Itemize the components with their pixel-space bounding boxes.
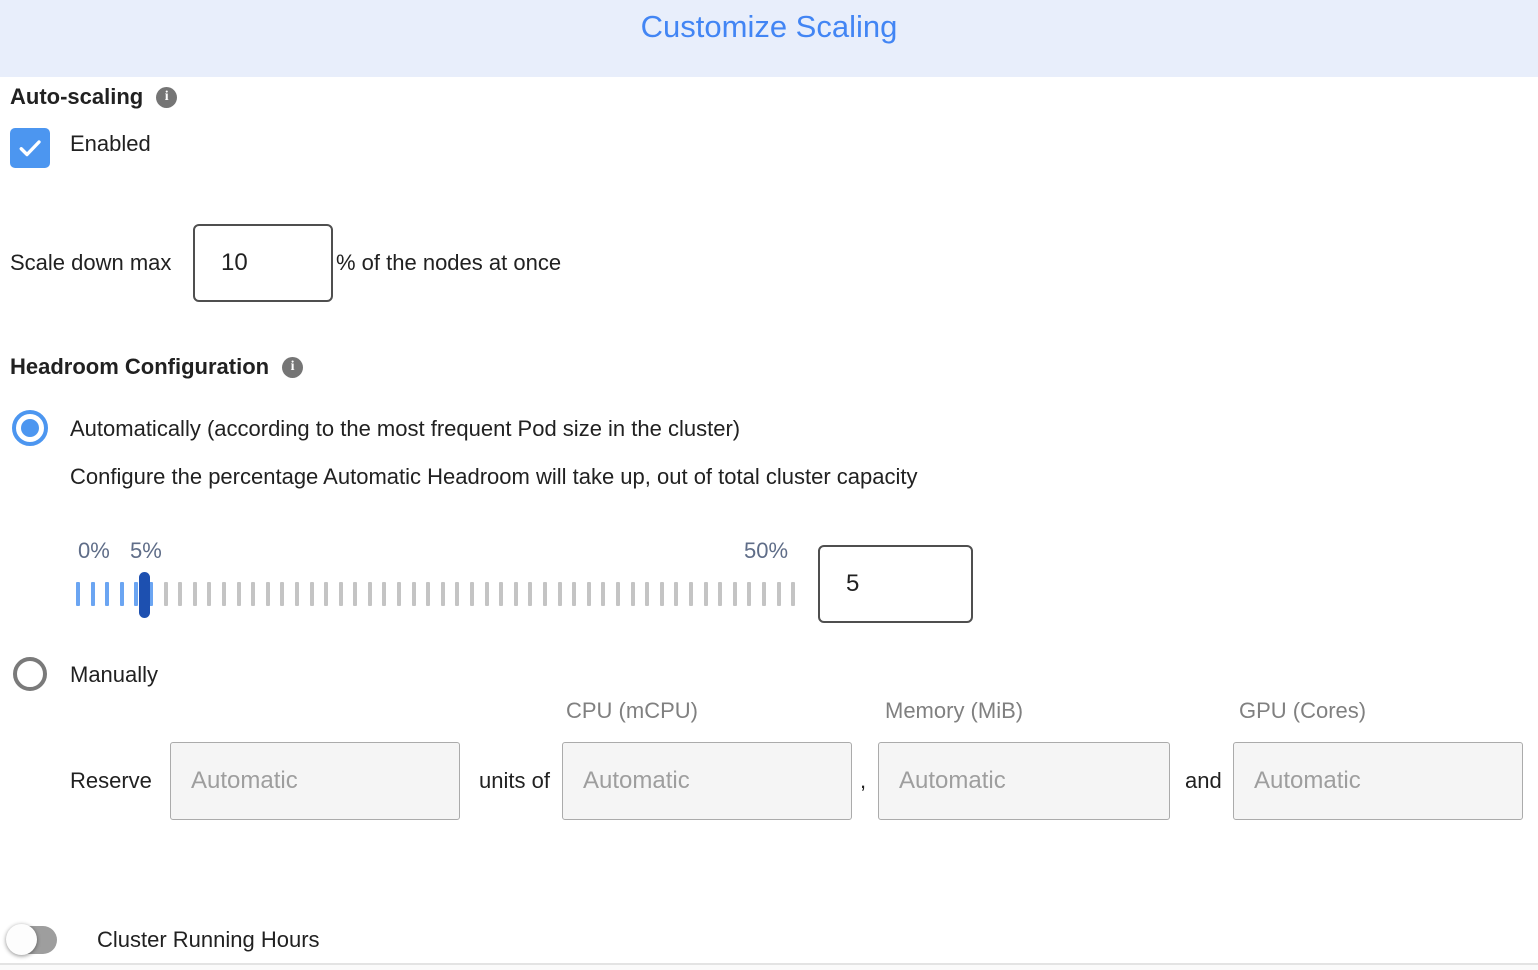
slider-tick[interactable] (718, 582, 723, 606)
scale-down-max-label: Scale down max (10, 250, 172, 275)
slider-tick[interactable] (105, 582, 110, 606)
and-label: and (1185, 768, 1222, 793)
auto-scaling-label: Auto-scaling (10, 84, 144, 109)
reserve-gpu-input[interactable] (1233, 742, 1523, 820)
slider-tick[interactable] (528, 582, 533, 606)
info-icon[interactable]: i (282, 356, 304, 378)
slider-tick[interactable] (148, 582, 153, 606)
slider-tick[interactable] (645, 582, 650, 606)
slider-tick[interactable] (703, 582, 708, 606)
slider-tick[interactable] (324, 582, 329, 606)
slider-tick[interactable] (470, 582, 475, 606)
slider-tick[interactable] (367, 582, 372, 606)
slider-tick[interactable] (382, 582, 387, 606)
slider-tick[interactable] (543, 582, 547, 606)
slider-tick[interactable] (397, 582, 402, 606)
slider-tick[interactable] (440, 582, 445, 606)
slider-min-label: 0% (78, 538, 110, 563)
slider-tick[interactable] (791, 582, 796, 606)
slider-tick[interactable] (499, 582, 504, 606)
toggle-knob (6, 924, 37, 955)
slider-tick[interactable] (601, 582, 606, 606)
slider-tick[interactable] (688, 582, 693, 606)
slider-tick[interactable] (426, 582, 431, 606)
slider-tick[interactable] (557, 582, 562, 606)
page-title: Customize Scaling (640, 9, 898, 44)
slider-tick[interactable] (776, 582, 781, 606)
slider-tick[interactable] (411, 582, 416, 606)
headroom-percentage-slider[interactable]: 0% 5% 50% (76, 538, 816, 620)
memory-column-header: Memory (MiB) (885, 698, 1024, 723)
slider-tick[interactable] (134, 582, 139, 606)
slider-tick[interactable] (572, 582, 577, 606)
radio-dot (21, 419, 39, 437)
scale-down-max-suffix: % of the nodes at once (336, 250, 562, 275)
headroom-section-label: Headroom Configuration i (10, 354, 304, 380)
checkmark-icon (19, 140, 41, 157)
headroom-automatic-description: Configure the percentage Automatic Headr… (70, 464, 918, 489)
headroom-slider-ticks (76, 582, 796, 606)
headroom-manual-radio[interactable] (13, 657, 47, 691)
slider-tick[interactable] (484, 582, 489, 606)
gpu-column-header: GPU (Cores) (1239, 698, 1367, 723)
headroom-automatic-label: Automatically (according to the most fre… (70, 416, 741, 441)
slider-tick[interactable] (659, 582, 664, 606)
slider-tick[interactable] (455, 582, 460, 606)
slider-tick[interactable] (192, 582, 197, 606)
cpu-column-header: CPU (mCPU) (566, 698, 698, 723)
slider-tick[interactable] (236, 582, 241, 606)
cluster-running-hours-toggle[interactable] (6, 924, 58, 956)
headroom-manual-label: Manually (70, 662, 159, 687)
slider-tick[interactable] (586, 582, 591, 606)
slider-tick[interactable] (674, 582, 679, 606)
slider-tick[interactable] (265, 582, 270, 606)
comma-separator: , (860, 768, 867, 793)
slider-handle[interactable] (139, 572, 150, 618)
units-of-label: units of (479, 768, 550, 793)
slider-tick[interactable] (163, 582, 168, 606)
auto-scaling-section-label: Auto-scaling i (10, 84, 178, 110)
info-icon[interactable]: i (156, 86, 178, 108)
slider-tick[interactable] (90, 582, 95, 606)
enabled-label: Enabled (70, 131, 151, 156)
reserve-label: Reserve (70, 768, 152, 793)
cluster-running-hours-label: Cluster Running Hours (97, 927, 320, 952)
slider-tick[interactable] (294, 582, 299, 606)
slider-tick[interactable] (280, 582, 285, 606)
dialog-header: Customize Scaling (0, 0, 1538, 77)
slider-tick[interactable] (615, 582, 620, 606)
slider-current-label: 5% (130, 538, 162, 563)
slider-max-label: 50% (744, 538, 789, 563)
reserve-memory-input[interactable] (878, 742, 1170, 820)
headroom-percentage-input[interactable] (818, 545, 973, 623)
slider-tick[interactable] (251, 582, 256, 606)
slider-tick[interactable] (513, 582, 518, 606)
slider-tick[interactable] (207, 582, 212, 606)
slider-tick[interactable] (309, 582, 314, 606)
slider-tick[interactable] (119, 582, 124, 606)
headroom-configuration-label: Headroom Configuration (10, 354, 270, 379)
headroom-automatic-radio[interactable] (12, 410, 48, 446)
reserve-cpu-input[interactable] (562, 742, 852, 820)
bottom-strip (0, 965, 1538, 970)
slider-tick[interactable] (747, 582, 752, 606)
bottom-divider (0, 963, 1538, 965)
auto-scaling-enabled-checkbox[interactable] (10, 128, 50, 168)
slider-tick[interactable] (338, 582, 343, 606)
slider-tick[interactable] (178, 582, 183, 606)
slider-tick[interactable] (761, 582, 766, 606)
scale-down-max-input[interactable] (193, 224, 333, 302)
slider-tick[interactable] (76, 582, 80, 606)
slider-tick[interactable] (221, 582, 226, 606)
reserve-count-input[interactable] (170, 742, 460, 820)
slider-tick[interactable] (353, 582, 358, 606)
slider-tick[interactable] (732, 582, 737, 606)
slider-tick[interactable] (630, 582, 635, 606)
